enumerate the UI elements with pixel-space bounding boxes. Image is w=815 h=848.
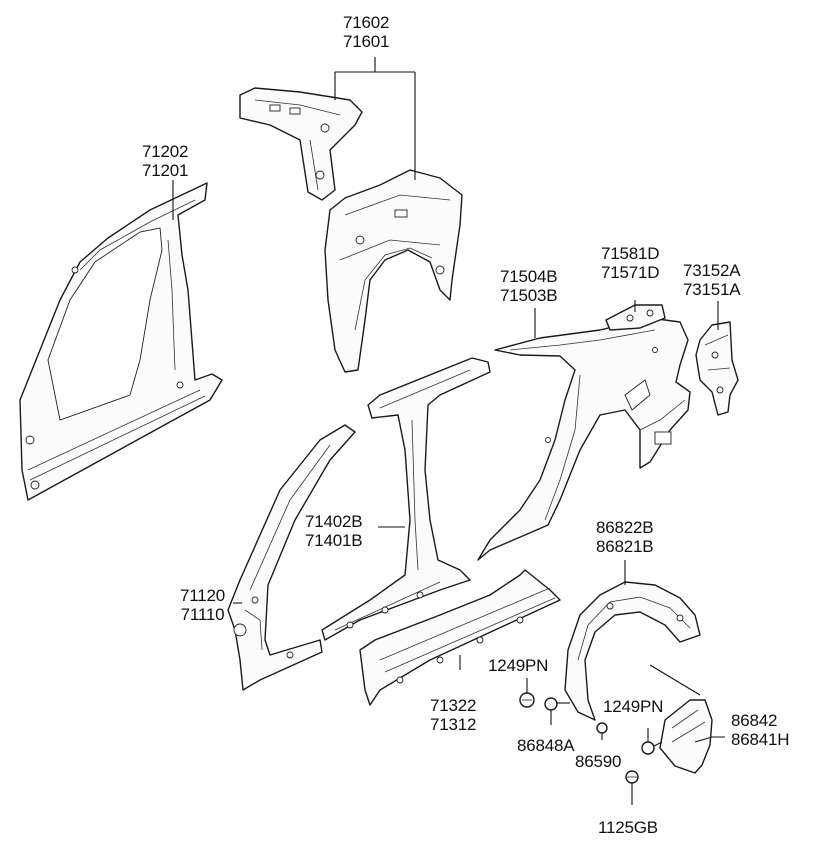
clip-86590 bbox=[596, 722, 608, 734]
label-71602-71601: 71602 71601 bbox=[343, 13, 389, 51]
quarter-inner-upper bbox=[239, 87, 363, 201]
label-71402b-71401b: 71402B 71401B bbox=[305, 512, 363, 550]
part-number-71202: 71202 bbox=[142, 142, 189, 161]
part-number-71503b: 71503B bbox=[500, 286, 558, 305]
part-number-86841h: 86841H bbox=[731, 730, 790, 749]
label-71322-71312: 71322 71312 bbox=[430, 696, 476, 734]
part-number-1249pn: 1249PN bbox=[488, 656, 549, 675]
center-pillar bbox=[321, 357, 491, 641]
label-86822b-86821b: 86822B 86821B bbox=[596, 518, 654, 556]
quarter-inner-wheelhouse bbox=[324, 169, 463, 373]
part-number-71571d: 71571D bbox=[601, 263, 660, 282]
quarter-outer-panel bbox=[477, 317, 691, 561]
label-86842-86841h: 86842 86841H bbox=[731, 711, 790, 749]
part-number-1125gb: 1125GB bbox=[598, 818, 658, 837]
label-71202-71201: 71202 71201 bbox=[142, 142, 188, 180]
label-73152a-73151a: 73152A 73151A bbox=[683, 261, 741, 299]
part-number-86590: 86590 bbox=[575, 752, 622, 771]
screw-1125gb bbox=[625, 770, 639, 784]
clip-1249pn-b bbox=[641, 741, 663, 755]
clip-86848a bbox=[544, 697, 570, 711]
part-number-71581d: 71581D bbox=[601, 244, 660, 263]
part-number-71401b: 71401B bbox=[305, 531, 363, 550]
part-number-71504b: 71504B bbox=[500, 267, 558, 286]
front-pillar-lower bbox=[227, 424, 356, 691]
clip-1249pn-a bbox=[519, 692, 535, 708]
part-number-73152a: 73152A bbox=[683, 261, 741, 280]
side-sill-panel bbox=[359, 569, 561, 706]
part-number-71110: 71110 bbox=[180, 605, 225, 624]
part-number-71201: 71201 bbox=[142, 161, 189, 180]
part-number-1249pn: 1249PN bbox=[603, 697, 664, 716]
leader-lines bbox=[172, 57, 725, 805]
part-number-86848a: 86848A bbox=[517, 736, 575, 755]
rear-panel-bracket bbox=[695, 321, 739, 416]
label-71120-71110: 71120 71110 bbox=[180, 586, 225, 624]
part-number-71602: 71602 bbox=[343, 13, 390, 32]
label-1249pn-lower: 1249PN bbox=[603, 697, 663, 716]
label-1249pn-upper: 1249PN bbox=[488, 656, 548, 675]
mud-guard bbox=[659, 699, 713, 774]
quarter-bracket bbox=[605, 304, 666, 331]
part-number-71402b: 71402B bbox=[305, 512, 363, 531]
side-outer-panel-front bbox=[19, 182, 223, 501]
part-number-73151a: 73151A bbox=[683, 280, 741, 299]
label-86848a: 86848A bbox=[517, 736, 575, 755]
part-number-71120: 71120 bbox=[180, 586, 226, 605]
part-number-86821b: 86821B bbox=[596, 537, 654, 556]
part-number-86842: 86842 bbox=[731, 711, 778, 730]
part-number-71312: 71312 bbox=[430, 715, 477, 734]
label-1125gb: 1125GB bbox=[598, 818, 658, 837]
label-86590: 86590 bbox=[575, 752, 621, 771]
label-71504b-71503b: 71504B 71503B bbox=[500, 267, 558, 305]
part-number-86822b: 86822B bbox=[596, 518, 654, 537]
part-number-71322: 71322 bbox=[430, 696, 477, 715]
part-number-71601: 71601 bbox=[343, 32, 390, 51]
label-71581d-71571d: 71581D 71571D bbox=[601, 244, 660, 282]
